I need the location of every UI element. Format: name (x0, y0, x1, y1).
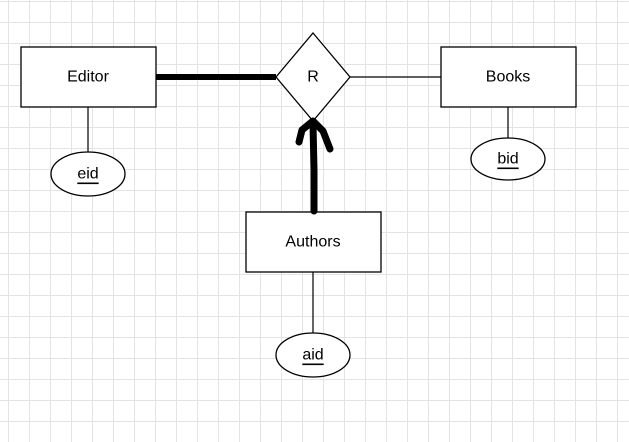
attribute-aid-label: aid (302, 347, 323, 364)
entity-books-box (440, 46, 577, 108)
attribute-bid[interactable]: bid (470, 137, 546, 181)
entity-editor[interactable]: Editor (20, 46, 157, 108)
attribute-bid-label: bid (497, 151, 518, 168)
entity-books[interactable]: Books (440, 46, 577, 108)
arrow-shaft (309, 120, 318, 215)
attribute-bid-ellipse (470, 137, 546, 181)
entity-editor-label: Editor (67, 69, 109, 86)
arrow-head (295, 117, 334, 153)
relationship-r[interactable]: R (275, 31, 351, 123)
attribute-eid[interactable]: eid (50, 151, 126, 197)
entity-authors-label: Authors (285, 234, 340, 251)
relationship-r-label: R (307, 69, 319, 86)
entity-editor-box (20, 46, 157, 108)
attribute-eid-label: eid (77, 166, 98, 183)
entity-authors[interactable]: Authors (245, 211, 382, 273)
attribute-eid-ellipse (50, 151, 126, 197)
attribute-aid[interactable]: aid (275, 332, 351, 378)
authors-to-relationship-arrow (295, 117, 334, 215)
entity-books-label: Books (486, 69, 530, 86)
attribute-aid-ellipse (275, 332, 351, 378)
